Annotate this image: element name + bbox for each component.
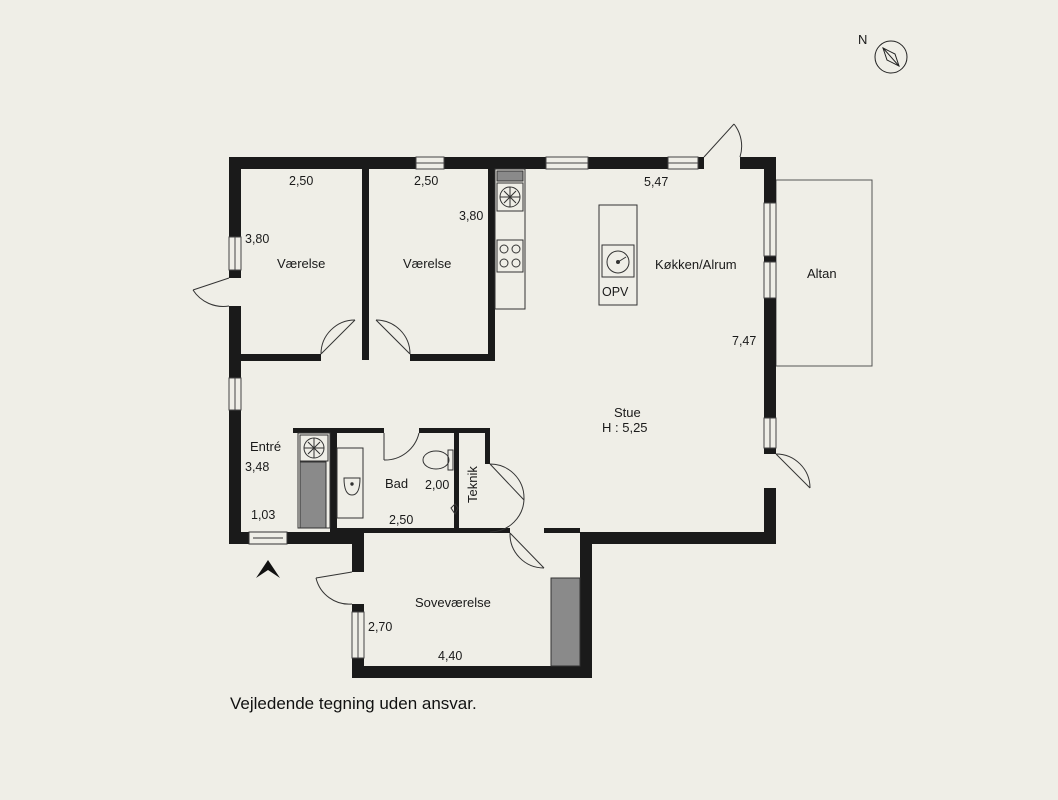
room-label-stue: Stue [614,405,641,420]
dim-koekken-depth: 7,47 [732,334,756,348]
room-label-vaerelse-1: Værelse [277,256,325,271]
dim-sove-width: 4,40 [438,649,462,663]
bath-sink-icon [343,477,361,496]
kitchen-fixtures [494,168,638,310]
dim-sove-depth: 2,70 [368,620,392,634]
room-label-koekken: Køkken/Alrum [655,257,737,272]
dim-entre-depth: 3,48 [245,460,269,474]
room-label-entre: Entré [250,439,281,454]
fan-icon [496,182,524,212]
floor-drain-icon [450,503,459,515]
room-label-sovevaerelse: Soveværelse [415,595,491,610]
compass-icon [874,40,908,74]
dim-bad-depth: 2,00 [425,478,449,492]
room-label-altan: Altan [807,266,837,281]
room-labels: Værelse Værelse Køkken/Alrum Altan Stue … [250,256,837,610]
interior-walls [241,169,580,533]
toilet-icon [422,449,454,471]
compass-north-label: N [858,32,867,47]
bath-fixtures [297,432,459,529]
stue-height: H : 5,25 [602,420,648,435]
opv-label: OPV [602,285,629,299]
dim-vaerelse-1-width: 2,50 [289,174,313,188]
bath-counter [336,447,364,519]
dim-vaerelse-2-depth: 3,80 [459,209,483,223]
windows [228,156,777,659]
dimension-labels: 2,50 3,80 2,50 3,80 5,47 7,47 3,48 1,03 … [245,174,756,663]
dim-vaerelse-1-depth: 3,80 [245,232,269,246]
stove-icon [496,239,524,273]
exterior-walls [229,157,776,678]
room-label-vaerelse-2: Værelse [403,256,451,271]
dim-bad-width: 2,50 [389,513,413,527]
sink-icon [601,244,635,278]
dim-entre-width: 1,03 [251,508,275,522]
room-label-bad: Bad [385,476,408,491]
fan-icon-entry [299,434,329,462]
wardrobe [550,577,581,667]
disclaimer-text: Vejledende tegning uden ansvar. [230,694,477,713]
doors [192,123,811,605]
dim-koekken-width: 5,47 [644,175,668,189]
entrance-arrow-icon [256,560,280,578]
kitchen-island [598,204,638,306]
room-label-teknik: Teknik [465,466,480,503]
compass: N [858,32,908,74]
dim-vaerelse-2-width: 2,50 [414,174,438,188]
